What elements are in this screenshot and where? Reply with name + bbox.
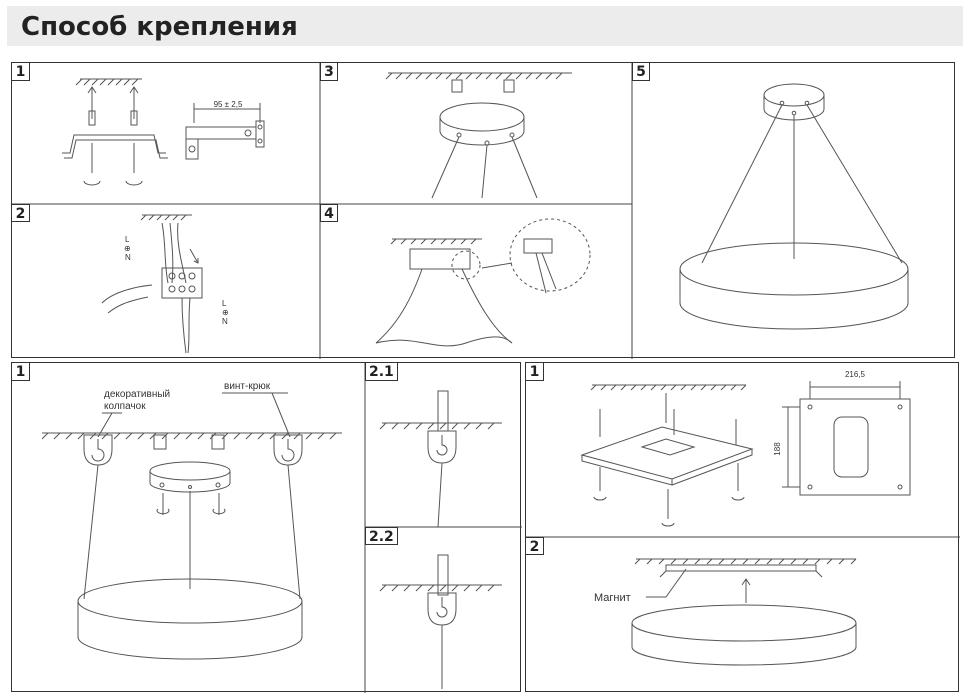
step-tag-4: 4: [320, 204, 338, 222]
wire-label-bottom-l: L: [222, 299, 227, 308]
top-panel-drawing: 95 ± 2,5 L ⊕ N L ⊕ N: [12, 63, 909, 359]
step-tag-2: 2: [12, 204, 30, 222]
step-tag-1: 1: [12, 63, 30, 81]
magnet-step-tag-2: 2: [526, 537, 544, 555]
hook-panel-drawing: декоративный колпачок винт-крюк: [41, 363, 522, 693]
label-screw-hook: винт-крюк: [224, 381, 271, 392]
dimension-width: 216,5: [845, 370, 866, 379]
wire-label-top-n: N: [125, 253, 131, 262]
hook-step-tag-2-1: 2.1: [365, 363, 398, 381]
magnet-panel: 216,5 188 Магнит 1 2: [525, 362, 960, 692]
step-tag-3: 3: [320, 63, 338, 81]
wire-label-top-l: L: [125, 235, 130, 244]
hook-step-tag-2-2: 2.2: [365, 527, 398, 545]
title-bar: Способ крепления: [7, 6, 963, 46]
label-magnet: Магнит: [594, 592, 631, 604]
hook-panel: декоративный колпачок винт-крюк 1 2.1 2.…: [11, 362, 522, 693]
step4-clamp-drawing: [375, 218, 591, 347]
dimension-label: 95 ± 2,5: [214, 100, 243, 109]
step5-pendant-drawing: [679, 83, 909, 330]
magnet-step-tag-1: 1: [526, 363, 544, 381]
wire-label-bottom-n: N: [222, 317, 228, 326]
step3-canopy-drawing: [385, 72, 572, 199]
step1-bracket-drawing: [62, 78, 265, 186]
label-decorative-cap-line1: декоративный: [104, 389, 170, 400]
dimension-height: 188: [773, 442, 782, 456]
page-title: Способ крепления: [21, 12, 298, 42]
hook-step-tag-1: 1: [12, 363, 30, 381]
label-decorative-cap-line2: колпачок: [104, 401, 146, 412]
step-tag-5: 5: [632, 63, 650, 81]
wire-label-top-ground: ⊕: [124, 244, 131, 253]
wire-label-bottom-ground: ⊕: [222, 308, 229, 317]
magnet-panel-drawing: 216,5 188 Магнит: [526, 370, 960, 666]
top-panel: 95 ± 2,5 L ⊕ N L ⊕ N 1 2 3 4 5: [11, 62, 955, 359]
step2-wiring-drawing: [101, 214, 203, 354]
